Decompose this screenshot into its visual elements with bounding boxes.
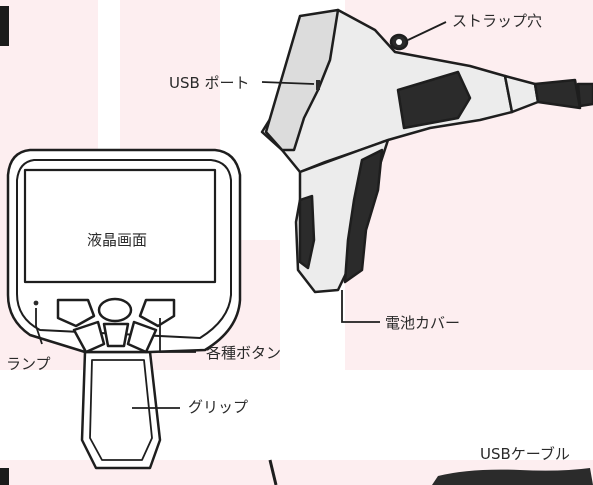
page-tab-bottom xyxy=(0,468,9,485)
probe-cable xyxy=(576,82,593,108)
usb-port xyxy=(316,80,320,90)
button-center-bottom xyxy=(102,322,130,348)
camera-face-panel xyxy=(264,8,340,152)
leader-usb-port xyxy=(261,81,315,85)
probe-connector xyxy=(533,78,582,110)
page-tab-top xyxy=(0,6,9,46)
label-battery-cover: 電池カバー xyxy=(385,314,461,332)
button-left-top xyxy=(56,298,96,328)
camera-neck xyxy=(503,74,540,114)
leader-lamp xyxy=(35,308,43,345)
label-buttons: 各種ボタン xyxy=(206,344,282,362)
camera-grip-rubber xyxy=(343,148,384,284)
label-usb-port: USB ポート xyxy=(169,74,250,92)
button-left-bottom xyxy=(72,320,106,354)
camera-window xyxy=(396,70,472,130)
camera-side-view xyxy=(260,8,593,294)
leader-strap-hole xyxy=(407,21,447,41)
label-grip: グリップ xyxy=(188,398,249,416)
leader-lines xyxy=(35,21,447,409)
label-usb-cable: USBケーブル xyxy=(480,445,570,463)
label-lamp: ランプ xyxy=(6,355,51,373)
button-center xyxy=(97,297,133,323)
camera-grip-front-rubber xyxy=(298,194,316,270)
front-body-inner xyxy=(16,159,232,339)
button-right-bottom xyxy=(126,320,158,354)
button-right-top xyxy=(138,298,176,328)
leader-buttons xyxy=(159,318,196,353)
leader-battery-cover xyxy=(341,290,380,323)
usb-cable-illustration xyxy=(268,459,593,485)
label-strap-hole: ストラップ穴 xyxy=(452,12,543,30)
lcd-screen xyxy=(23,168,217,284)
label-lcd-screen: 液晶画面 xyxy=(87,231,148,249)
lamp-dot xyxy=(33,300,39,306)
camera-front-view xyxy=(6,148,242,470)
